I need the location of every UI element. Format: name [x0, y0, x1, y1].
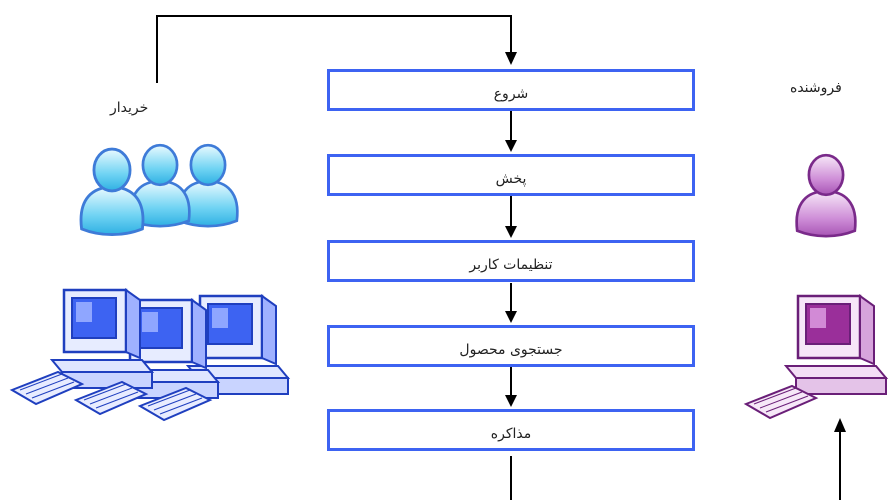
step-product-search: جستجوی محصول [327, 325, 695, 367]
step-start: شروع [327, 69, 695, 111]
step-broadcast: پخش [327, 154, 695, 196]
step-product-search-label: جستجوی محصول [459, 342, 563, 358]
connector-to-seller [834, 418, 846, 500]
buyers-group-icon [79, 143, 239, 237]
step-negotiation: مذاکره [327, 409, 695, 451]
step-start-label: شروع [493, 86, 529, 102]
connector-broadcast-to-settings [505, 196, 517, 238]
step-user-settings: تنظیمات کاربر [327, 240, 695, 282]
connector-buyer-to-start [156, 15, 517, 83]
connector-start-to-broadcast [505, 111, 517, 152]
seller-label: فروشنده [790, 80, 842, 96]
seller-computer-icon [745, 294, 888, 419]
connector-settings-to-search [505, 283, 517, 323]
seller-person-icon [795, 153, 857, 238]
connector-search-to-negotiation [505, 367, 517, 407]
buyer-computers-icon [11, 288, 290, 421]
step-broadcast-label: پخش [495, 171, 527, 187]
step-user-settings-label: تنظیمات کاربر [469, 257, 553, 273]
buyer-label: خریدار [110, 100, 149, 116]
step-negotiation-label: مذاکره [490, 426, 532, 442]
